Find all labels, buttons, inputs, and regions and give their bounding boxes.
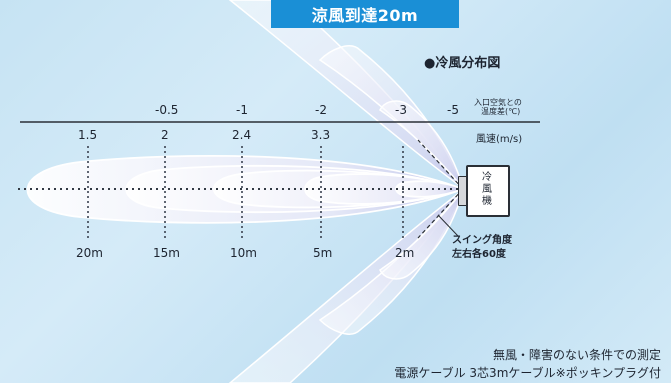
- lower-lobe-inner: [379, 189, 464, 280]
- temp-value-1: -0.5: [155, 103, 179, 117]
- speed-unit: 風速(m/s): [476, 134, 523, 145]
- swing-callout-line: [437, 214, 459, 237]
- swing-line2: 左右各60度: [452, 249, 506, 260]
- cooler-unit-label: 冷風機: [482, 172, 492, 207]
- horizontal-lobes: [26, 154, 467, 224]
- cooler-unit: 冷風機: [466, 165, 510, 217]
- temp-value-5: -5: [447, 103, 459, 117]
- distance-value-4: 5m: [313, 246, 333, 260]
- swing-callout: スイング角度 左右各60度: [452, 234, 512, 262]
- speed-value-3: 2.4: [232, 128, 252, 142]
- temp-caption-line2: 温度差(℃): [481, 107, 521, 116]
- upper-swing-lobes: [228, 0, 464, 189]
- distance-value-1: 20m: [76, 246, 103, 260]
- speed-value-1: 1.5: [78, 128, 98, 142]
- speed-value-2: 2: [161, 128, 169, 142]
- cable-note: 電源ケーブル 3芯3mケーブル※ポッキンプラグ付: [394, 366, 661, 380]
- distance-value-3: 10m: [230, 246, 257, 260]
- temp-value-3: -2: [315, 103, 327, 117]
- temp-caption-line1: 入口空気との: [474, 98, 522, 107]
- measurement-note: 無風・障害のない条件での測定: [492, 348, 661, 362]
- distance-guides: [87, 146, 404, 240]
- distance-value-2: 15m: [153, 246, 180, 260]
- lobe-2m: [395, 180, 466, 198]
- upper-lobe-inner: [379, 100, 464, 189]
- lower-swing-lobes: [228, 189, 464, 383]
- temp-value-4: -3: [395, 103, 407, 117]
- reach-banner: 涼風到達20m: [271, 0, 459, 28]
- distance-value-5: 2m: [395, 246, 415, 260]
- speed-value-4: 3.3: [311, 128, 331, 142]
- swing-line1: スイング角度: [452, 235, 512, 246]
- temp-value-2: -1: [236, 103, 248, 117]
- legend-title: ●冷風分布図: [424, 56, 501, 71]
